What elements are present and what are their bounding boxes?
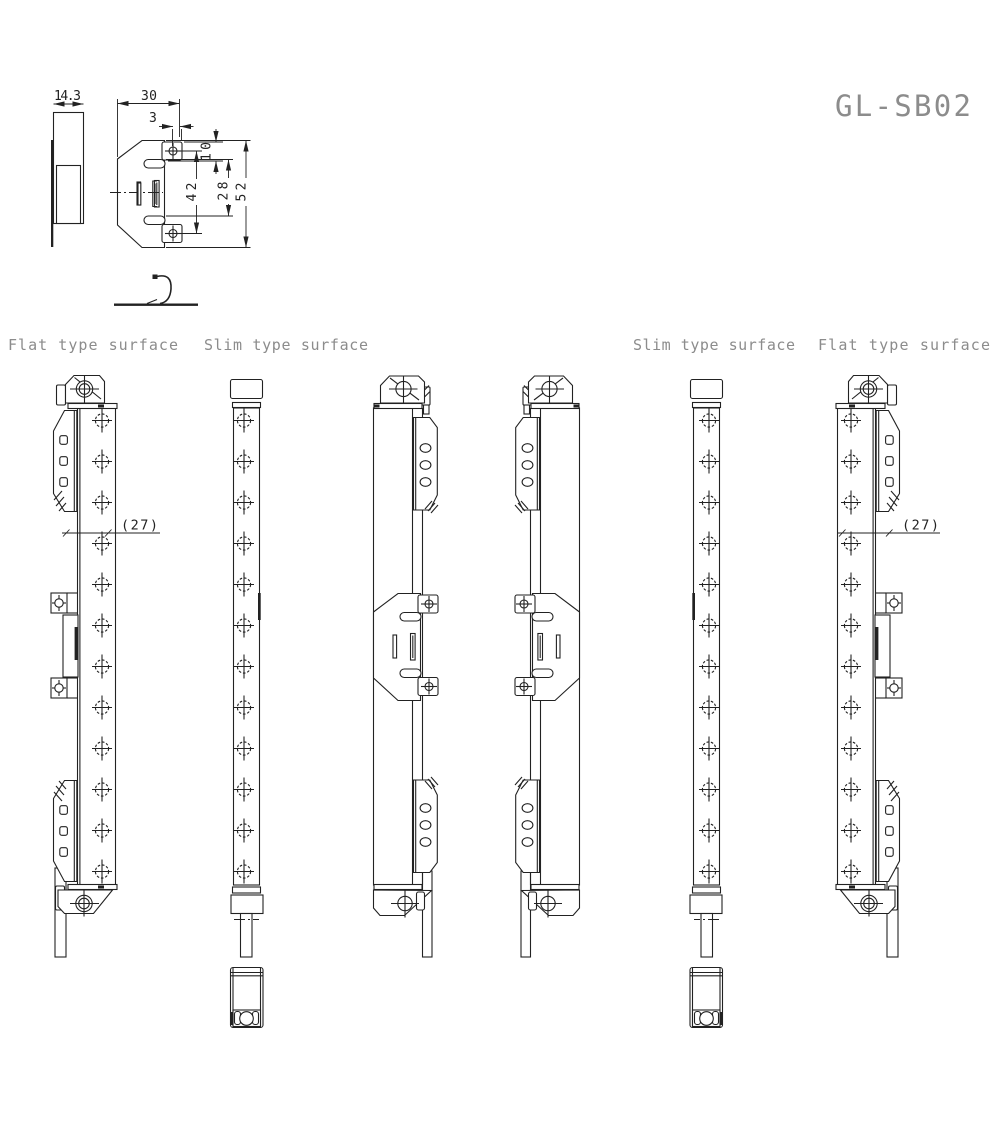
unit-slim-type-left: [231, 380, 264, 1028]
dim-value-3: 3: [149, 111, 157, 126]
unit-slim-type-right: [690, 380, 723, 1028]
unit-side-view-left: [374, 376, 439, 957]
drawing-title: GL-SB02: [835, 89, 971, 123]
dim-side-width: 14.3: [53, 89, 84, 107]
label-slim-type-left: Slim type surface: [204, 336, 368, 354]
bracket-detail-drawing: 14.3 30 3 10: [51, 89, 251, 306]
unit-flat-type-left: [51, 376, 117, 958]
label-flat-type-right: Flat type surface: [818, 336, 990, 354]
unit-flat-type-right: [836, 376, 902, 958]
unit-side-view-right: [515, 376, 580, 957]
dim-value-27-right: (27): [902, 518, 939, 534]
dim-value-28: 28: [217, 182, 232, 201]
dim-value-10: 10: [200, 142, 215, 161]
dim-value-14-3: 14.3: [54, 89, 81, 104]
bracket-side-view: [51, 111, 85, 247]
dim-top-width: 30: [117, 89, 180, 157]
label-flat-type-left: Flat type surface: [8, 336, 178, 354]
dim-edge-offset: 3: [149, 111, 194, 146]
dim-value-30: 30: [141, 89, 157, 104]
clip-profile-view: [114, 274, 198, 306]
bracket-face-view: [110, 139, 183, 249]
dim-value-52: 52: [235, 183, 250, 202]
dim-hole-pitch: 42: [180, 150, 202, 234]
dim-value-27-left: (27): [121, 518, 158, 534]
dim-value-42: 42: [185, 183, 200, 202]
label-slim-type-right: Slim type surface: [633, 336, 795, 354]
